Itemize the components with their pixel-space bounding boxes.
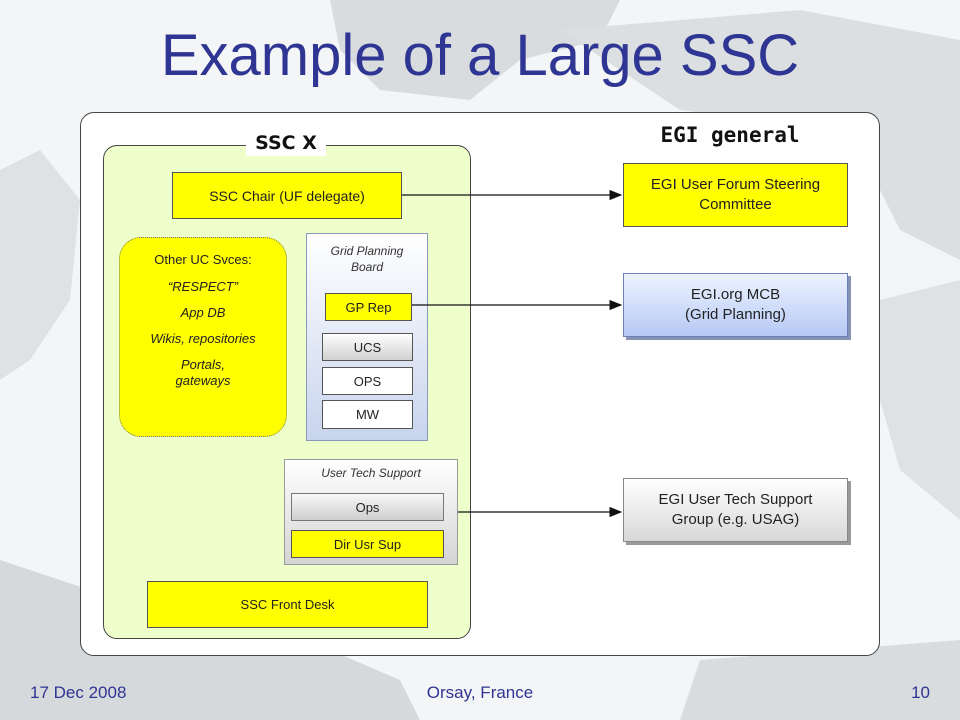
egi-mcb-line2: (Grid Planning) (685, 306, 786, 323)
other-uc-services-box: Other UC Svces: “RESPECT” App DB Wikis, … (119, 237, 287, 437)
egi-user-tech-support-box: EGI User Tech Support Group (e.g. USAG) (623, 478, 848, 542)
other-uc-item: Portals, gateways (175, 357, 231, 388)
other-uc-item: “RESPECT” (167, 279, 239, 294)
footer-page-number: 10 (911, 683, 930, 702)
grid-planning-board-title: Grid Planning Board (330, 244, 404, 274)
egi-user-forum-box: EGI User Forum Steering Committee (623, 163, 848, 227)
footer-location: Orsay, France (426, 683, 534, 702)
ssc-chair-box: SSC Chair (UF delegate) (172, 172, 402, 219)
gp-rep-box: GP Rep (325, 293, 412, 321)
ssc-x-label: SSC X (246, 130, 326, 156)
ucs-box: UCS (322, 333, 413, 361)
user-tech-support-title: User Tech Support (321, 466, 421, 480)
other-uc-item: App DB (180, 305, 226, 320)
uts-ops-box: Ops (291, 493, 444, 521)
dir-usr-sup-box: Dir Usr Sup (291, 530, 444, 558)
egi-mcb-line1: EGI.org MCB (690, 286, 781, 303)
ssc-front-desk-box: SSC Front Desk (147, 581, 428, 628)
mw-box: MW (322, 400, 413, 429)
page-title: Example of a Large SSC (160, 23, 800, 88)
other-uc-heading: Other UC Svces: (154, 252, 252, 267)
egi-uts-line1: EGI User Tech Support (658, 491, 813, 508)
ops-box: OPS (322, 367, 413, 395)
other-uc-item: Wikis, repositories (150, 331, 256, 346)
egi-uts-line2: Group (e.g. USAG) (671, 511, 800, 528)
egi-general-label: EGI general (660, 123, 800, 147)
egi-mcb-box: EGI.org MCB (Grid Planning) (623, 273, 848, 337)
footer-date: 17 Dec 2008 (30, 683, 127, 702)
